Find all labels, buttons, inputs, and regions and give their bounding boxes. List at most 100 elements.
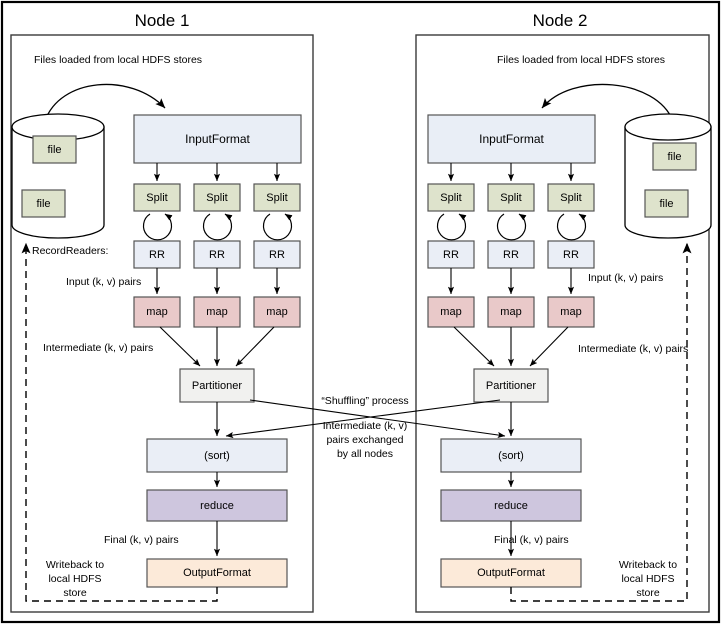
node2-inputformat-label: InputFormat <box>479 132 544 146</box>
node1-file-box-1 <box>32 135 77 164</box>
node1-outputformat-label: OutputFormat <box>183 567 251 579</box>
node1-split-box-2 <box>193 183 241 212</box>
node1-rr-loop-1 <box>142 213 173 241</box>
node2-intermediate-pairs-label: Intermediate (k, v) pairs <box>578 343 688 355</box>
node1-partitioner-label: Partitioner <box>192 380 242 392</box>
node2-load-arrow <box>541 83 674 122</box>
node1-file-label-1: file <box>47 144 61 156</box>
node2-input-pairs-label: Input (k, v) pairs <box>588 272 663 284</box>
node2-rr-label-1: RR <box>443 249 459 261</box>
shuffle-detail-line-1: Intermediate (k, v) <box>323 420 408 432</box>
node1-sort-box <box>146 438 288 473</box>
node2-rr-box-1 <box>427 240 475 269</box>
node1-rr-label-3: RR <box>269 249 285 261</box>
node1-map-box-3 <box>253 296 301 328</box>
node2-writeback-path <box>510 242 692 602</box>
node2-outputformat-label: OutputFormat <box>477 567 545 579</box>
node2-final-pairs-label: Final (k, v) pairs <box>494 534 569 546</box>
node2-hdfs-cylinder <box>624 113 712 239</box>
node1-hdfs-cylinder <box>11 113 105 239</box>
node1-file-box-2 <box>21 189 66 218</box>
node2-rr-loop-2 <box>496 213 527 241</box>
node2-rr-loop-3 <box>556 213 587 241</box>
node2-map-label-1: map <box>440 306 461 318</box>
node1-split-box-1 <box>133 183 181 212</box>
node2-sort-label: (sort) <box>498 450 524 462</box>
node2-rr-label-2: RR <box>503 249 519 261</box>
node1-rr-loop-3 <box>262 213 293 241</box>
node1-reduce-label: reduce <box>200 500 234 512</box>
node2-split-label-1: Split <box>440 192 461 204</box>
node1-group: Files loaded from local HDFS stores file… <box>11 54 302 602</box>
node1-writeback-line-2: local HDFS <box>48 573 101 585</box>
node1-recordreaders-label: RecordReaders: <box>32 245 108 257</box>
node1-rr-box-2 <box>193 240 241 269</box>
node1-split-label-1: Split <box>146 192 167 204</box>
node2-map-label-2: map <box>500 306 521 318</box>
shuffle-detail-line-2: pairs exchanged <box>326 434 403 446</box>
node2-partitioner-box <box>473 368 549 403</box>
node2-partitioner-label: Partitioner <box>486 380 536 392</box>
node1-file-label-2: file <box>36 198 50 210</box>
node1-input-pairs-label: Input (k, v) pairs <box>66 276 141 288</box>
node2-writeback-line-2: local HDFS <box>621 573 674 585</box>
shuffle-group: “Shuffling” process Intermediate (k, v) … <box>225 395 506 460</box>
node2-map-box-3 <box>547 296 595 328</box>
node1-partitioner-box <box>179 368 255 403</box>
node2-rr-box-3 <box>547 240 595 269</box>
node2-rr-label-3: RR <box>563 249 579 261</box>
node1-inputformat-box <box>133 114 302 164</box>
node1-split-label-3: Split <box>266 192 287 204</box>
node2-inputformat-box <box>427 114 596 164</box>
node2-file-box-2 <box>644 189 689 218</box>
node2-writeback-line-1: Writeback to <box>619 559 677 571</box>
node2-split-box-2 <box>487 183 535 212</box>
node1-intermediate-pairs-label: Intermediate (k, v) pairs <box>43 342 153 354</box>
node1-rr-box-3 <box>253 240 301 269</box>
node1-rr-label-1: RR <box>149 249 165 261</box>
node2-split-box-1 <box>427 183 475 212</box>
node1-writeback-line-1: Writeback to <box>46 559 104 571</box>
node1-hdfs-load-label: Files loaded from local HDFS stores <box>34 54 202 66</box>
node1-writeback-path <box>21 242 218 602</box>
node2-outputformat-box <box>440 558 582 588</box>
node1-map-label-3: map <box>266 306 287 318</box>
node2-rr-box-2 <box>487 240 535 269</box>
node2-map-box-1 <box>427 296 475 328</box>
node2-split-label-2: Split <box>500 192 521 204</box>
node2-writeback-line-3: store <box>636 587 660 599</box>
node1-split-box-3 <box>253 183 301 212</box>
node1-rr-label-2: RR <box>209 249 225 261</box>
node2-split-box-3 <box>547 183 595 212</box>
node1-map-label-1: map <box>146 306 167 318</box>
node2-reduce-label: reduce <box>494 500 528 512</box>
node1-outputformat-box <box>146 558 288 588</box>
node1-reduce-box <box>146 489 288 522</box>
node2-sort-box <box>440 438 582 473</box>
node2-container <box>415 34 710 613</box>
shuffle-arrow-node2-to-node1 <box>225 399 501 439</box>
node2-map-part-arrow-3 <box>529 326 569 367</box>
node2-hdfs-load-label: Files loaded from local HDFS stores <box>497 54 665 66</box>
node2-title: Node 2 <box>533 11 588 30</box>
shuffle-detail-line-3: by all nodes <box>337 448 393 460</box>
node2-file-label-1: file <box>667 151 681 163</box>
node2-rr-loop-1 <box>436 213 467 241</box>
node2-file-box-1 <box>652 142 697 171</box>
node1-title: Node 1 <box>135 11 190 30</box>
node1-load-arrow <box>44 83 166 122</box>
shuffle-process-label: “Shuffling” process <box>321 395 408 407</box>
node2-map-label-3: map <box>560 306 581 318</box>
node1-container <box>10 34 314 613</box>
node1-map-box-1 <box>133 296 181 328</box>
node1-sort-label: (sort) <box>204 450 230 462</box>
node2-group: Files loaded from local HDFS stores file… <box>427 54 712 602</box>
shuffle-arrow-node1-to-node2 <box>249 399 506 439</box>
node1-rr-box-1 <box>133 240 181 269</box>
node1-final-pairs-label: Final (k, v) pairs <box>104 534 179 546</box>
node1-split-label-2: Split <box>206 192 227 204</box>
node1-writeback-line-3: store <box>63 587 87 599</box>
node1-map-part-arrow-3 <box>235 326 275 367</box>
